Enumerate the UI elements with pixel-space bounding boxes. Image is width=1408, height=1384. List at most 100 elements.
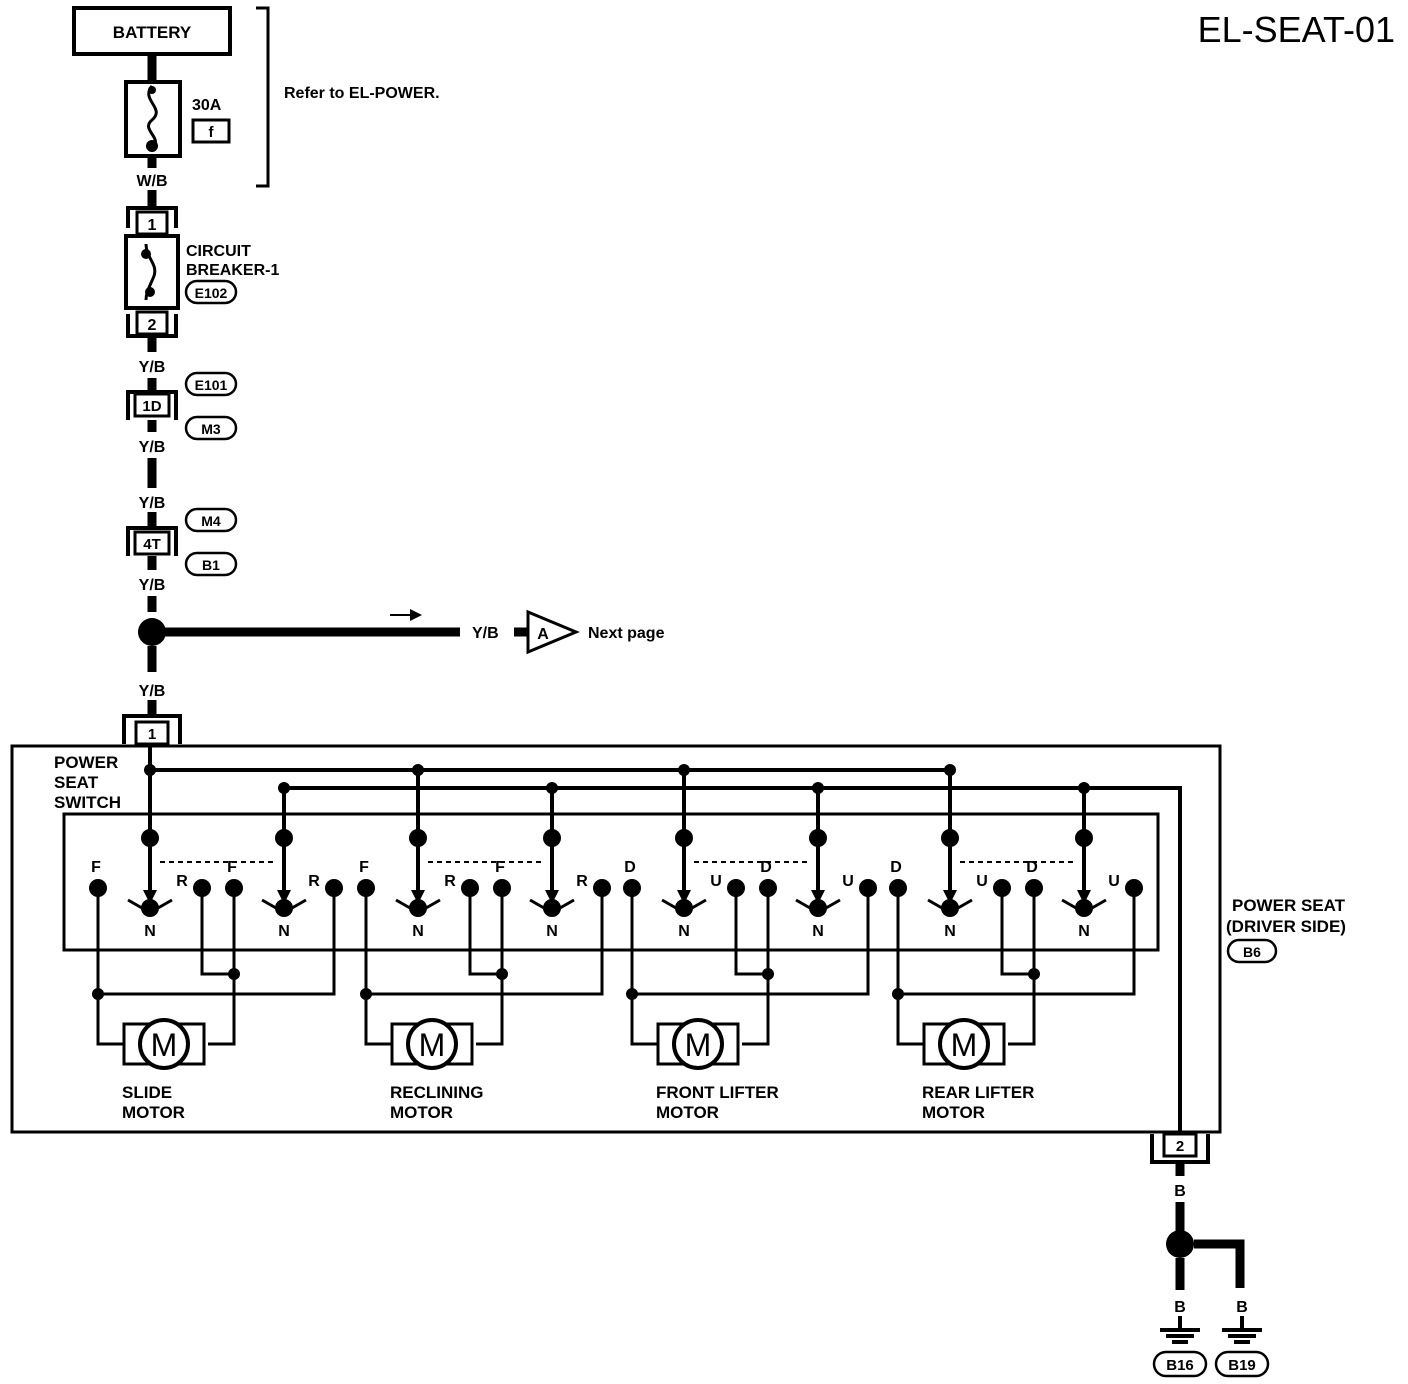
lead-junction-1-a xyxy=(360,988,372,1000)
flow-arrow xyxy=(390,609,422,621)
motor-name-line2: MOTOR xyxy=(122,1103,185,1122)
wiper-arrow-2-0 xyxy=(677,890,691,904)
contact-label: U xyxy=(976,873,988,890)
wire-yb-label-3: Y/B xyxy=(139,495,166,512)
wire-yb-label-4: Y/B xyxy=(139,577,166,594)
wiper-pivot-3-1 xyxy=(1075,899,1093,917)
ground-b19: B19 xyxy=(1214,1316,1270,1378)
contact-1-2 xyxy=(493,879,511,897)
contact-3-2 xyxy=(1025,879,1043,897)
bus-junction-0-a xyxy=(144,764,156,776)
switch-connector-in: 1 xyxy=(122,714,182,746)
connector-b1: B1 xyxy=(202,557,220,573)
cb-connector-id: E102 xyxy=(195,285,228,301)
bus-junction-2-a xyxy=(678,764,690,776)
switch-input-terminal-1-1 xyxy=(543,829,561,847)
fuse-rating: 30A xyxy=(192,97,222,114)
motor-symbol-text: M xyxy=(951,1027,978,1063)
wiper-blade-1-1 xyxy=(529,898,575,910)
motor-lead-right-0 xyxy=(208,974,236,1046)
contact-label: D xyxy=(760,859,772,876)
switch-input-terminal-0-1 xyxy=(275,829,293,847)
contact-label: R xyxy=(308,873,320,890)
motor-lead-left-2 xyxy=(630,896,658,1046)
bus-junction-3-a xyxy=(944,764,956,776)
motor-symbol-3 xyxy=(938,1018,990,1070)
motor-symbol-0 xyxy=(138,1018,190,1070)
motor-name-line1: SLIDE xyxy=(122,1083,172,1102)
contact-0-3 xyxy=(325,879,343,897)
cross-lead-inner-3 xyxy=(1000,896,1036,976)
lead-junction-3-b xyxy=(1028,968,1040,980)
connector-4t: 4T M4 B1 xyxy=(126,507,238,577)
wiper-arrow-1-1 xyxy=(545,890,559,904)
refer-note: Refer to EL-POWER. xyxy=(284,85,440,102)
cross-lead-outer-2 xyxy=(632,896,870,996)
power-seat-switch-box xyxy=(62,812,1160,952)
contact-2-2 xyxy=(759,879,777,897)
next-page-symbol: A xyxy=(537,626,549,643)
motor-symbol-1 xyxy=(406,1018,458,1070)
motor-lead-left-1 xyxy=(364,896,392,1046)
bus-junction-3-b xyxy=(1078,782,1090,794)
next-page-link[interactable]: A Next page xyxy=(526,609,665,655)
contact-label: D xyxy=(890,859,902,876)
contact-2-1 xyxy=(727,879,745,897)
switch-connector-out: 2 xyxy=(1150,1132,1210,1164)
splice-b xyxy=(1166,1230,1194,1258)
battery: BATTERY xyxy=(72,6,232,56)
wiper-blade-0-0 xyxy=(127,898,173,910)
neutral-label: N xyxy=(278,923,290,940)
switch-label-line1: POWER xyxy=(54,753,118,772)
neutral-label: N xyxy=(944,923,956,940)
ground-b19-id: B19 xyxy=(1228,1357,1256,1374)
wiper-pivot-1-0 xyxy=(409,899,427,917)
contact-label: U xyxy=(842,873,854,890)
wire-yb-label-5: Y/B xyxy=(472,625,499,642)
neutral-label: N xyxy=(678,923,690,940)
contact-0-2 xyxy=(225,879,243,897)
bus-junction-0-b xyxy=(278,782,290,794)
contact-3-1 xyxy=(993,879,1011,897)
power-seat-label-line1: POWER SEAT xyxy=(1232,896,1346,915)
bus-junction-1-b xyxy=(546,782,558,794)
contact-3-0 xyxy=(889,879,907,897)
wire-b-label-1: B xyxy=(1174,1183,1186,1200)
wiper-pivot-0-1 xyxy=(275,899,293,917)
neutral-label: N xyxy=(412,923,424,940)
switch-input-terminal-0-0 xyxy=(141,829,159,847)
neutral-label: N xyxy=(546,923,558,940)
lead-junction-2-b xyxy=(762,968,774,980)
contact-label: R xyxy=(444,873,456,890)
motor-lead-right-2 xyxy=(742,974,770,1046)
power-seat-label-line2: (DRIVER SIDE) xyxy=(1226,917,1346,936)
contact-1-0 xyxy=(357,879,375,897)
contact-2-0 xyxy=(623,879,641,897)
switch-input-terminal-3-0 xyxy=(941,829,959,847)
wiper-blade-2-0 xyxy=(661,898,707,910)
motor-name-line2: MOTOR xyxy=(390,1103,453,1122)
switch-input-terminal-2-0 xyxy=(675,829,693,847)
next-page-label[interactable]: Next page xyxy=(588,625,665,642)
wiper-arrow-3-0 xyxy=(943,890,957,904)
wire-yb-label-2: Y/B xyxy=(139,439,166,456)
wire-b-label-3: B xyxy=(1236,1299,1248,1316)
cross-lead-outer-1 xyxy=(366,896,604,996)
wiper-pivot-2-0 xyxy=(675,899,693,917)
wire-yb-label-1: Y/B xyxy=(139,359,166,376)
lead-junction-1-b xyxy=(496,968,508,980)
contact-label: F xyxy=(495,859,505,876)
motor-name-line2: MOTOR xyxy=(656,1103,719,1122)
contact-3-3 xyxy=(1125,879,1143,897)
battery-label: BATTERY xyxy=(113,23,192,42)
wiper-arrow-3-1 xyxy=(1077,890,1091,904)
motor-lead-left-0 xyxy=(96,896,124,1046)
connector-1d-pin: 1D xyxy=(142,398,161,415)
bus-junction-2-b xyxy=(812,782,824,794)
connector-1d: 1D E101 M3 xyxy=(126,371,238,441)
contact-label: R xyxy=(576,873,588,890)
wiper-arrow-2-1 xyxy=(811,890,825,904)
wiper-blade-3-1 xyxy=(1061,898,1107,910)
connector-4t-pin: 4T xyxy=(143,536,161,553)
